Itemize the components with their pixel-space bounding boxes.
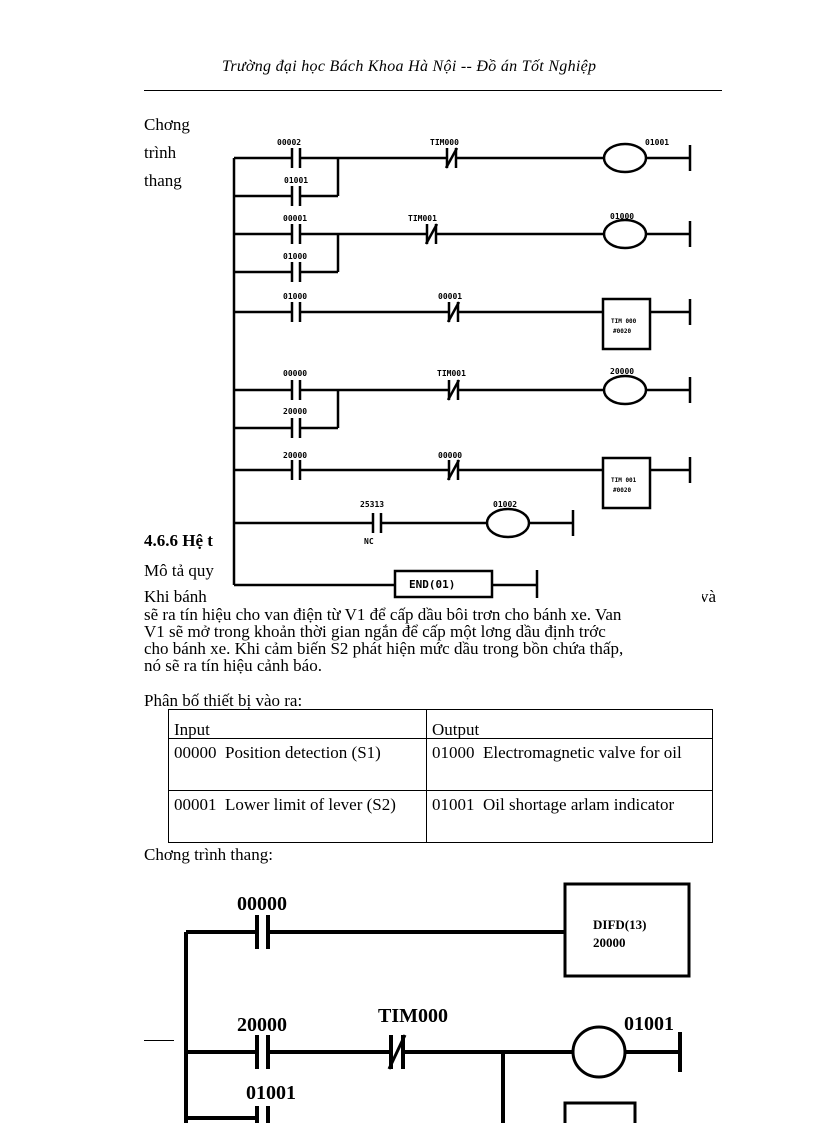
coil-label: 20000 bbox=[610, 367, 634, 376]
io-desc: Electromagnetic valve for oil bbox=[483, 743, 682, 762]
contact-label: 25313 bbox=[360, 500, 384, 509]
side-caption-2: trình bbox=[144, 143, 177, 162]
io-code: 01000 bbox=[432, 743, 475, 762]
end-label: END(01) bbox=[409, 578, 455, 591]
section-heading: 4.6.6 Hệ t bbox=[144, 531, 213, 550]
contact-label: 20000 bbox=[237, 1014, 287, 1036]
timer-value: #0020 bbox=[613, 487, 631, 494]
coil-label: 01000 bbox=[610, 212, 634, 221]
side-caption-3: thang bbox=[144, 171, 182, 190]
header-rule bbox=[144, 90, 722, 91]
timer-value: #0020 bbox=[613, 328, 631, 335]
io-desc: Position detection (S1) bbox=[225, 743, 381, 762]
timer-label: TIM 000 bbox=[611, 318, 637, 325]
footer-mark bbox=[144, 1040, 174, 1041]
io-code: 01001 bbox=[432, 795, 475, 814]
io-output-cell: 01000 Electromagnetic valve for oil bbox=[426, 738, 713, 791]
contact-label: 00001 bbox=[438, 292, 462, 301]
paragraph-line-1-left: Khi bánh bbox=[144, 587, 207, 606]
paragraph-line: V1 sẽ mở trong khoản thời gian ngắn để c… bbox=[144, 622, 606, 641]
contact-label: 00001 bbox=[283, 214, 307, 223]
function-label: DIFD(13) bbox=[593, 917, 646, 932]
header-text: Trường đại học Bách Khoa Hà Nội -- Đồ án… bbox=[222, 58, 597, 75]
contact-label: 01000 bbox=[283, 292, 307, 301]
table-row: 00000 Position detection (S1) 01000 Elec… bbox=[168, 738, 713, 791]
contact-label: 00000 bbox=[237, 893, 287, 915]
io-table: Input Output 00000 Position detection (S… bbox=[168, 709, 713, 843]
contact-note: NC bbox=[364, 537, 374, 546]
function-value: 20000 bbox=[593, 935, 626, 950]
coil-label: 01002 bbox=[493, 500, 517, 509]
io-input-cell: 00000 Position detection (S1) bbox=[168, 738, 427, 791]
contact-label: TIM000 bbox=[378, 1005, 448, 1027]
description-fragment: Mô tả quy bbox=[144, 561, 214, 580]
table-row: 00001 Lower limit of lever (S2) 01001 Oi… bbox=[168, 790, 713, 843]
io-code: 00000 bbox=[174, 743, 217, 762]
paragraph-line: nó sẽ ra tín hiệu cảnh báo. bbox=[144, 656, 322, 675]
contact-label: 00000 bbox=[438, 451, 462, 460]
contact-label: 00002 bbox=[277, 138, 301, 147]
io-code: 00001 bbox=[174, 795, 217, 814]
io-title: Phân bố thiết bị vào ra: bbox=[144, 691, 303, 710]
io-desc: Lower limit of lever (S2) bbox=[225, 795, 396, 814]
timer-label: TIM 001 bbox=[611, 477, 637, 484]
io-input-cell: 00001 Lower limit of lever (S2) bbox=[168, 790, 427, 843]
contact-label: 01001 bbox=[284, 176, 308, 185]
contact-label: TIM001 bbox=[408, 214, 437, 223]
contact-label: 00000 bbox=[283, 369, 307, 378]
io-output-cell: 01001 Oil shortage arlam indicator bbox=[426, 790, 713, 843]
paragraph-line-1-right: và bbox=[700, 587, 717, 606]
contact-label: 20000 bbox=[283, 407, 307, 416]
contact-label: 20000 bbox=[283, 451, 307, 460]
coil-label: 01001 bbox=[645, 138, 669, 147]
contact-label: 01001 bbox=[246, 1082, 296, 1104]
paragraph-line: sẽ ra tín hiệu cho van điện từ V1 để cấp… bbox=[144, 605, 622, 624]
paragraph-line: cho bánh xe. Khi cảm biến S2 phát hiện m… bbox=[144, 639, 624, 658]
coil-label: 01001 bbox=[624, 1013, 674, 1035]
contact-label: TIM000 bbox=[430, 138, 459, 147]
contact-label: TIM001 bbox=[437, 369, 466, 378]
ladder2-title: Chơng trình thang: bbox=[144, 845, 273, 864]
contact-label: 01000 bbox=[283, 252, 307, 261]
paragraph: sẽ ra tín hiệu cho van điện từ V1 để cấp… bbox=[144, 606, 722, 674]
io-desc: Oil shortage arlam indicator bbox=[483, 795, 675, 814]
side-caption-1: Chơng bbox=[144, 115, 190, 134]
